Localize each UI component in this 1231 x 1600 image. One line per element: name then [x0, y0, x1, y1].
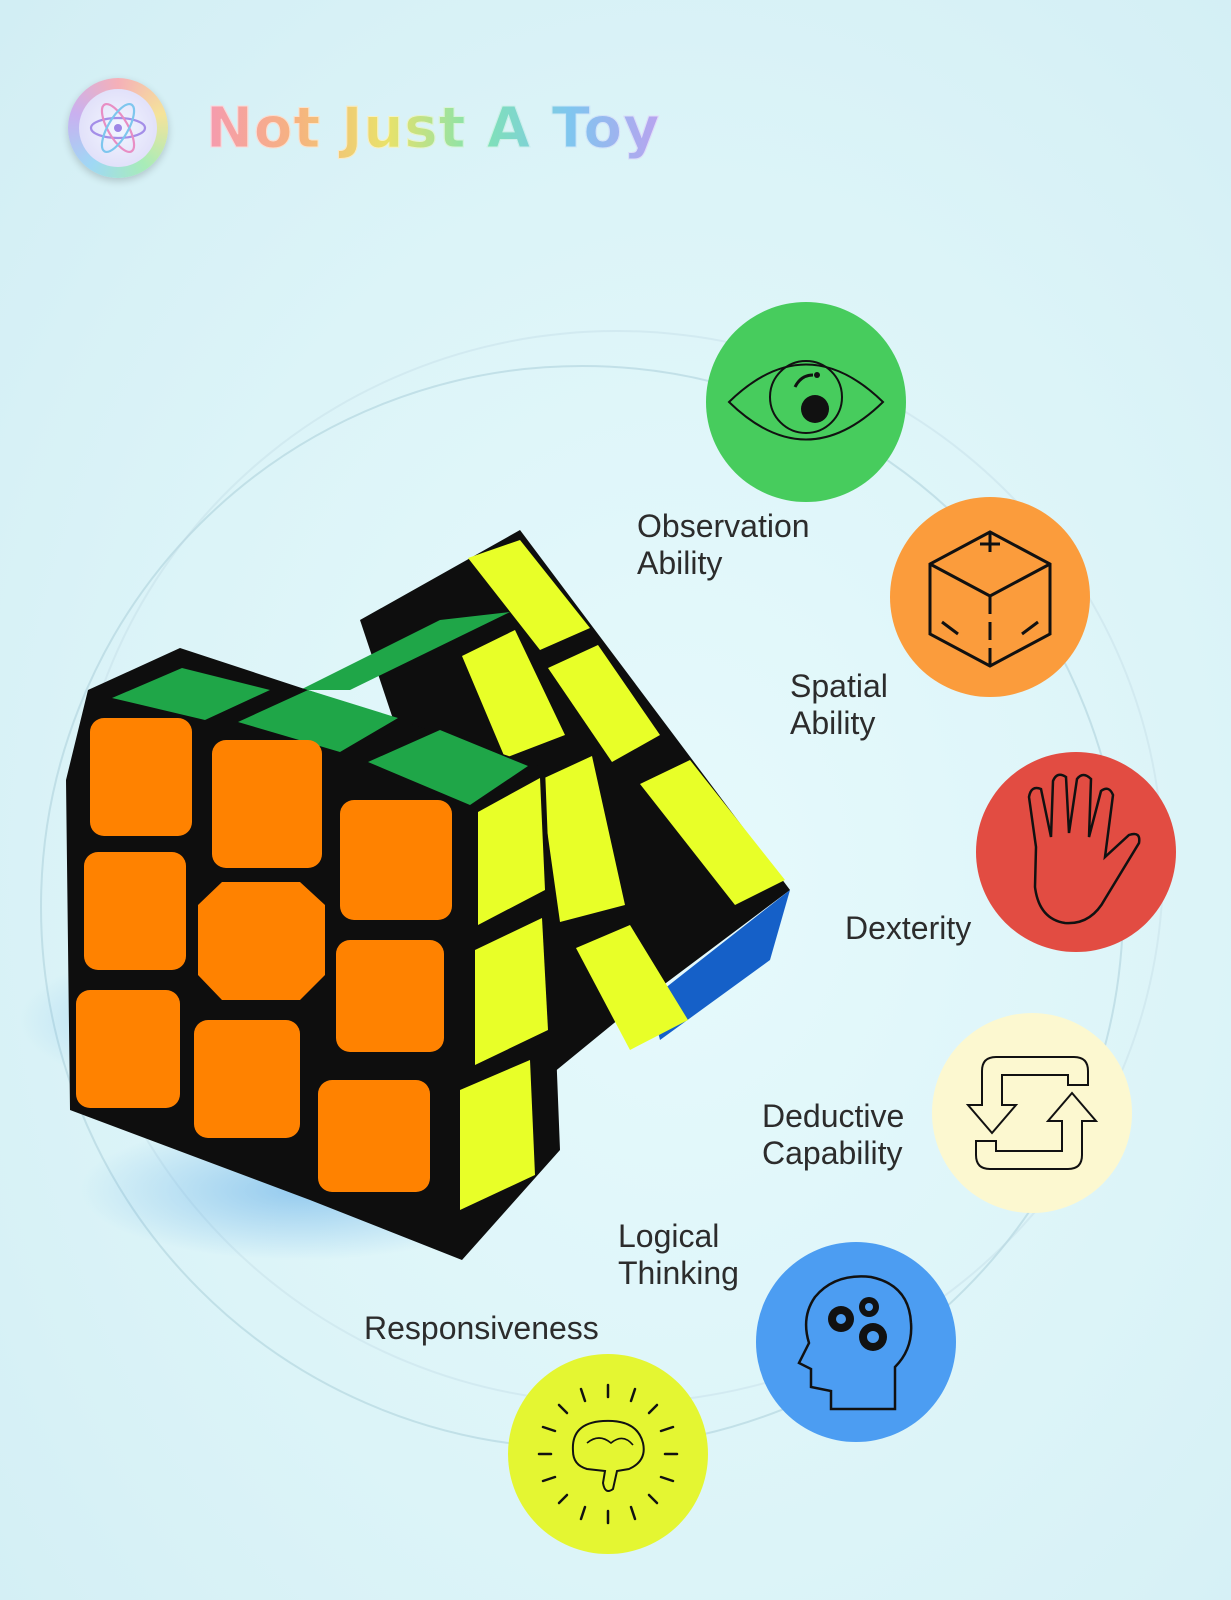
ability-badge-spatial: [890, 497, 1090, 697]
ability-badge-logical: [756, 1242, 956, 1442]
eye-icon: [727, 360, 885, 441]
atom-logo-icon: [68, 78, 168, 178]
ability-badge-deductive: [932, 1013, 1132, 1213]
ability-label-dexterity: Dexterity: [845, 910, 972, 946]
cube-outline-icon: [928, 530, 1052, 668]
brain-burst-icon: [537, 1383, 679, 1525]
ability-badge-dexterity: [976, 752, 1176, 952]
page-title: Not Just A Toy: [205, 95, 661, 161]
head-gears-icon: [797, 1275, 913, 1411]
ability-label-responsiveness: Responsiveness: [364, 1310, 599, 1346]
hand-icon: [1027, 773, 1141, 925]
ability-badge-responsiveness: [508, 1354, 708, 1554]
cycle-arrows-icon: [965, 1056, 1099, 1170]
header: Not Just A Toy: [68, 78, 660, 178]
ability-badge-observation: [706, 302, 906, 502]
